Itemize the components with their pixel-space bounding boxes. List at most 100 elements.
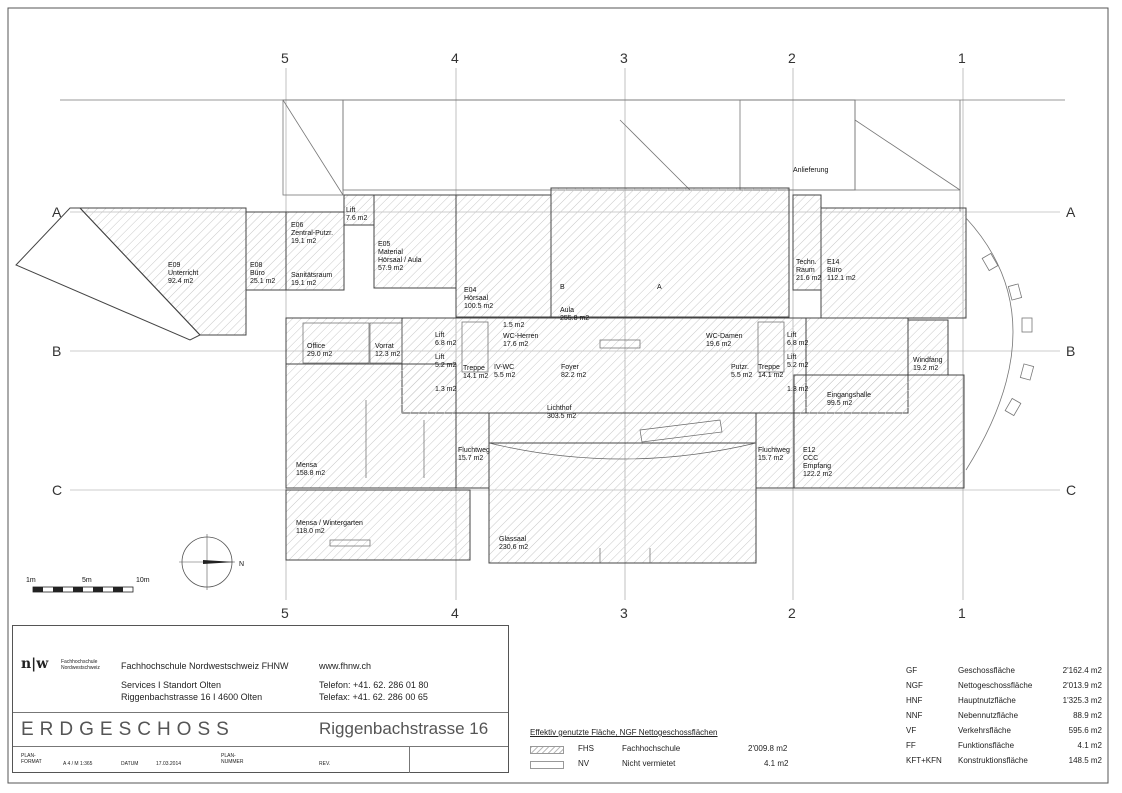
room-label-line: 5.5 m2: [494, 372, 516, 379]
plan-nummer-label: PLAN- NUMMER: [221, 753, 244, 765]
room-label-line: 1.5 m2: [503, 322, 525, 329]
room-label-line: Anlieferung: [793, 167, 829, 174]
room-label-line: Mensa / Wintergarten: [296, 520, 363, 527]
room-label-line: 19.2 m2: [913, 365, 938, 372]
room-label-line: CCC: [803, 455, 818, 462]
room-label-line: 1.3 m2: [787, 386, 809, 393]
axis-col-top-3: 2: [788, 50, 796, 66]
room-label-line: 19.1 m2: [291, 280, 316, 287]
room-label-line: E08: [250, 262, 263, 269]
room-label-line: A: [657, 284, 662, 291]
room-label-line: B: [560, 284, 565, 291]
room-label-line: E04: [464, 287, 477, 294]
telefax: Telefax: +41. 62. 286 00 65: [319, 692, 428, 702]
room-label-line: 17.6 m2: [503, 341, 528, 348]
room-label-small-15: 1.5 m2: [503, 322, 525, 329]
room-label-line: 29.0 m2: [307, 351, 332, 358]
stat-row: VF Verkehrsfläche 595.6 m2: [906, 726, 1102, 740]
stat-code: FF: [906, 741, 916, 750]
fhnw-logo-text: Fachhochschule Nordwestschweiz: [61, 659, 100, 671]
room-label-line: 25.1 m2: [250, 278, 275, 285]
fhnw-logo: n|w: [21, 656, 49, 672]
room-label-line: 118.0 m2: [296, 528, 325, 535]
address: Riggenbachstrasse 16 I 4600 Olten: [121, 692, 263, 702]
room-label-line: 100.5 m2: [464, 303, 493, 310]
scale-label-5m: 5m: [82, 577, 92, 584]
room-label-line: 57.9 m2: [378, 265, 403, 272]
axis-col-top-2: 3: [620, 50, 628, 66]
room-label-line: Hörsaal: [464, 295, 489, 302]
legend-swatch-hatched: [530, 746, 564, 754]
legend-value: 4.1 m2: [764, 759, 789, 768]
stat-code: HNF: [906, 696, 923, 705]
room-label-line: 255.8 m2: [560, 315, 589, 322]
datum-label: DATUM: [121, 761, 139, 767]
axis-row-right-0: A: [1066, 204, 1076, 220]
room-label-line: Unterricht: [168, 270, 198, 277]
axis-col-bottom-1: 4: [451, 605, 459, 621]
room-label-line: 12.3 m2: [375, 351, 400, 358]
room-label-line: Putzr.: [731, 364, 749, 371]
stat-row: NGF Nettogeschossfläche 2'013.9 m2: [906, 681, 1102, 695]
room-label-line: 14.1 m2: [758, 372, 783, 379]
room-label-line: 7.6 m2: [346, 215, 368, 222]
stat-name: Konstruktionsfläche: [958, 756, 1028, 765]
room-label-line: Lichthof: [547, 405, 572, 412]
room-label-line: WC-Damen: [706, 333, 743, 340]
axis-row-left-1: B: [52, 343, 61, 359]
room-label-line: 21.6 m2: [796, 275, 821, 282]
floor-areas: [15, 187, 967, 564]
room-label-line: 6.8 m2: [787, 340, 809, 347]
room-label-line: E05: [378, 241, 391, 248]
axis-row-right-1: B: [1066, 343, 1075, 359]
street-title: Riggenbachstrasse 16: [319, 719, 489, 738]
room-label-line: Techn.: [796, 259, 817, 266]
upper-structure: [60, 99, 1065, 212]
scale-bar: 1m 5m 10m: [26, 577, 150, 593]
room-label-line: Vorrat: [375, 343, 394, 350]
room-label-line: 112.1 m2: [827, 275, 856, 282]
axis-col-bottom-3: 2: [788, 605, 796, 621]
stat-value: 148.5 m2: [1068, 756, 1102, 765]
legend: Effektiv genutzte Fläche, NGF Nettogesch…: [530, 728, 810, 778]
legend-title: Effektiv genutzte Fläche, NGF Nettogesch…: [530, 728, 718, 737]
axis-col-bottom-4: 1: [958, 605, 966, 621]
room-label-line: Empfang: [803, 463, 831, 470]
room-label-small-13-l: 1.3 m2: [435, 386, 457, 393]
room-label-line: 92.4 m2: [168, 278, 193, 285]
room-label-line: 82.2 m2: [561, 372, 586, 379]
plan-details: [302, 321, 785, 563]
stat-code: KFT+KFN: [906, 756, 942, 765]
room-label-line: Fluchtweg: [458, 447, 490, 454]
room-label-line: 122.2 m2: [803, 471, 832, 478]
room-label-line: Treppe: [758, 364, 780, 371]
room-label-line: 19.1 m2: [291, 238, 316, 245]
website: www.fhnw.ch: [319, 661, 372, 671]
stat-name: Hauptnutzfläche: [958, 696, 1016, 705]
room-label-anlieferung: Anlieferung: [793, 167, 829, 174]
room-label-line: Lift: [787, 332, 796, 339]
room-label-line: 5.2 m2: [787, 362, 809, 369]
stat-code: NNF: [906, 711, 923, 720]
room-label-line: Glassaal: [499, 536, 527, 543]
scale-label-10m: 10m: [136, 577, 150, 584]
room-label-line: Aula: [560, 307, 574, 314]
room-label-b: B: [560, 284, 565, 291]
stat-name: Nettogeschossfläche: [958, 681, 1033, 690]
room-label-line: Sanitätsraum: [291, 272, 332, 279]
room-label-line: Büro: [827, 267, 842, 274]
room-label-line: E12: [803, 447, 816, 454]
